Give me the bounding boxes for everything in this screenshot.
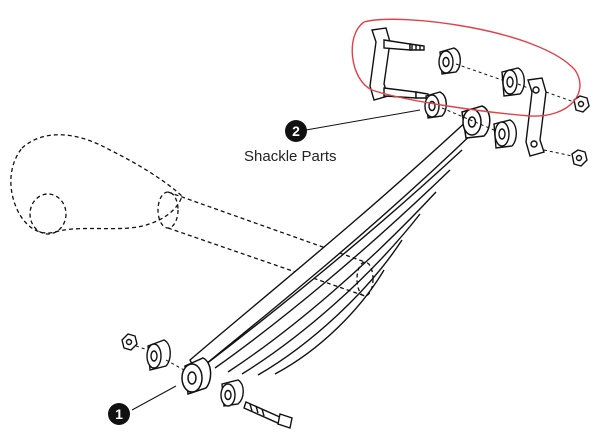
front-hardware <box>121 333 293 429</box>
shackle-highlight <box>351 18 581 117</box>
callout-1-leader <box>131 385 177 411</box>
shackle-hardware <box>135 27 590 371</box>
callout-2-badge: 2 <box>285 120 307 142</box>
front-eye <box>181 357 212 396</box>
callout-1-badge: 1 <box>108 403 130 425</box>
leaf-spring <box>189 116 479 376</box>
shackle-parts-label: Shackle Parts <box>244 148 337 165</box>
callout-2-leader <box>305 109 421 131</box>
